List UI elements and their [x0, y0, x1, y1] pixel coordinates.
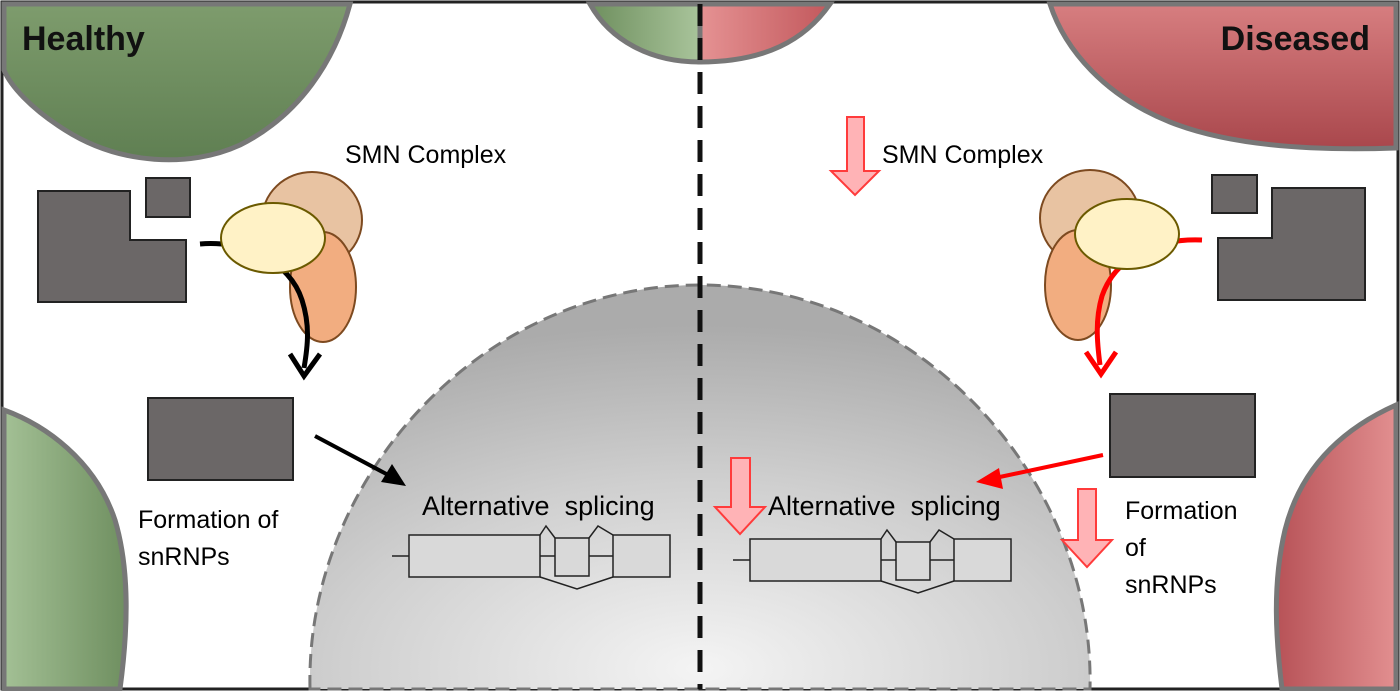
exon-2-left — [612, 534, 671, 578]
snrnp-small-block-right — [1211, 174, 1258, 214]
formation-label-right-line3: snRNPs — [1125, 571, 1217, 599]
healthy-cell-bottom-left — [1, 406, 129, 691]
splicing-arrowhead-right — [976, 468, 1003, 489]
formation-label-right-line1: Formation — [1125, 497, 1238, 525]
smn-protein-yellow-right — [1074, 198, 1180, 270]
splicing-arrow-left — [314, 434, 393, 479]
smn-protein-yellow-left — [220, 202, 326, 274]
exon-alt-left — [554, 537, 590, 577]
splicing-label-left: Alternative splicing — [422, 491, 655, 521]
splicing-arrow-right — [994, 453, 1104, 480]
exon-alt-right — [895, 541, 931, 581]
snrnp-small-block-left — [145, 177, 191, 218]
snrnp-block-right — [1109, 393, 1256, 478]
splicing-label-right: Alternative splicing — [768, 491, 1001, 521]
snrnp-l-block-left — [37, 190, 187, 303]
healthy-title: Healthy — [22, 20, 145, 58]
decrease-arrow-splicing — [712, 457, 768, 536]
diseased-title: Diseased — [1221, 20, 1370, 58]
diseased-cell-bottom-right — [1273, 401, 1399, 691]
assembly-arrowhead-left — [287, 352, 323, 381]
exon-2-right — [953, 538, 1012, 582]
formation-label-left-line1: Formation of — [138, 506, 278, 534]
diseased-cell-top-right — [1046, 1, 1399, 152]
gene-model-left — [392, 524, 671, 590]
decrease-arrow-smn — [828, 116, 882, 197]
assembly-arrowhead-right — [1083, 350, 1119, 379]
smn-complex-label-left: SMN Complex — [345, 141, 507, 169]
gene-model-right — [733, 528, 1012, 594]
formation-label-left-line2: snRNPs — [138, 543, 230, 571]
formation-label-right-line2: of — [1125, 534, 1146, 562]
diseased-cell-top-center — [697, 1, 835, 65]
snrnp-block-left — [147, 397, 294, 481]
exon-1-left — [408, 534, 541, 578]
decrease-arrow-formation — [1059, 488, 1115, 569]
healthy-cell-top-left — [1, 1, 354, 163]
snrnp-l-block-right — [1217, 187, 1366, 301]
exon-1-right — [749, 538, 882, 582]
smn-complex-label-right: SMN Complex — [882, 141, 1044, 169]
splicing-arrowhead-left — [381, 464, 406, 486]
